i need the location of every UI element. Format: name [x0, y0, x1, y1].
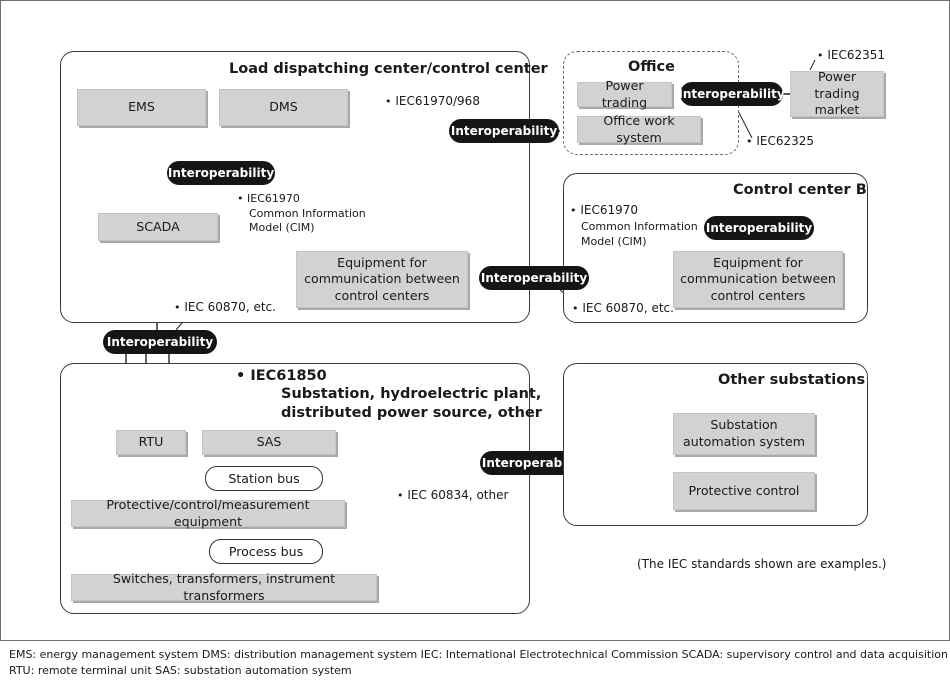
iec61970-cim-annotation-a: • IEC61970 Common Information Model (CIM… — [237, 192, 366, 236]
protective-equipment-box: Protective/control/measurement equipment — [71, 497, 345, 529]
annotation-bullet: • — [385, 95, 392, 108]
rtu-box: RTU — [116, 430, 186, 455]
sas-box: SAS — [202, 430, 336, 455]
iec62351-label: IEC62351 — [827, 48, 886, 62]
iec60870-label-b: IEC 60870, etc. — [582, 301, 674, 315]
control-center-b-title: Control center B — [733, 182, 867, 198]
station-bus: Station bus — [205, 466, 323, 491]
iec61970-annotation-b: • IEC61970 — [570, 203, 638, 219]
annotation-bullet: • — [572, 302, 579, 315]
legend-line-1: EMS: energy management system DMS: distr… — [9, 648, 948, 661]
annotation-bullet: • — [746, 135, 753, 148]
iec62351-annotation: • IEC62351 — [817, 48, 885, 64]
cim-line-a-2: Model (CIM) — [249, 221, 315, 235]
switches-box: Switches, transformers, instrument trans… — [71, 571, 377, 603]
equipment-comm-a-box: Equipment for communication between cont… — [296, 251, 468, 308]
leader-iec62351 — [809, 59, 816, 71]
ems-box: EMS — [77, 89, 206, 126]
substation-title-line-1: Substation, hydroelectric plant, — [281, 386, 542, 402]
cim-line-b-1: Common Information — [581, 220, 698, 233]
annotation-bullet: • — [397, 489, 404, 502]
annotation-bullet: • — [236, 368, 246, 384]
legend-line-2: RTU: remote terminal unit SAS: substatio… — [9, 664, 352, 677]
annotation-bullet: • — [237, 192, 244, 205]
dms-box: DMS — [219, 89, 348, 126]
iec62325-annotation: • IEC62325 — [746, 134, 814, 150]
other-substations-title: Other substations — [718, 372, 866, 388]
interoperability-pill-cc-b: Interoperability — [704, 216, 814, 240]
interoperability-pill-trading: Interoperability — [678, 82, 785, 106]
iec62325-label: IEC62325 — [756, 134, 815, 148]
office-title: Office — [628, 59, 675, 75]
iec61850-text: IEC61850 — [250, 368, 327, 384]
annotation-bullet: • — [817, 49, 824, 62]
cim-line-b-2: Model (CIM) — [581, 234, 647, 248]
office-work-system-box: Office work system — [577, 113, 701, 145]
annotation-bullet: • — [570, 204, 577, 217]
iec60870-label-a: IEC 60870, etc. — [184, 300, 276, 314]
equipment-comm-b-box: Equipment for communication between cont… — [673, 251, 843, 308]
note-text: (The IEC standards shown are examples.) — [637, 557, 887, 571]
power-trading-market-box: Power trading market — [790, 69, 884, 117]
process-bus: Process bus — [209, 539, 323, 564]
iec61850-label: • IEC61850 — [236, 368, 327, 385]
iec61970-label-b: IEC61970 — [580, 203, 639, 217]
interoperability-pill-substation: Interoperability — [103, 330, 217, 354]
iec60870-annotation-b: • IEC 60870, etc. — [572, 301, 674, 317]
interoperability-pill-office: Interoperability — [449, 119, 559, 143]
scada-box: SCADA — [98, 213, 218, 241]
cim-line-a-1: Common Information — [249, 206, 366, 220]
iec60834-label: IEC 60834, other — [407, 488, 509, 502]
iec61970-label-a: IEC61970 — [247, 192, 300, 205]
cim-annotation-b: Common Information Model (CIM) — [581, 220, 698, 249]
substation-title-line-2: distributed power source, other — [281, 405, 542, 421]
interoperability-pill-cc: Interoperability — [479, 266, 589, 290]
iec61970-968-annotation: • IEC61970/968 — [385, 94, 480, 110]
substation-automation-box: Substation automation system — [673, 413, 815, 455]
power-trading-box: Power trading — [577, 78, 672, 110]
iec60834-annotation: • IEC 60834, other — [397, 488, 508, 504]
iec61970-968-label: IEC61970/968 — [395, 94, 480, 108]
load-dispatch-title: Load dispatching center/control center — [229, 61, 548, 77]
iec60870-annotation-a: • IEC 60870, etc. — [174, 300, 276, 316]
annotation-bullet: • — [174, 301, 181, 314]
interoperability-pill-main: Interoperability — [167, 161, 275, 185]
protective-control-box: Protective control — [673, 472, 815, 510]
